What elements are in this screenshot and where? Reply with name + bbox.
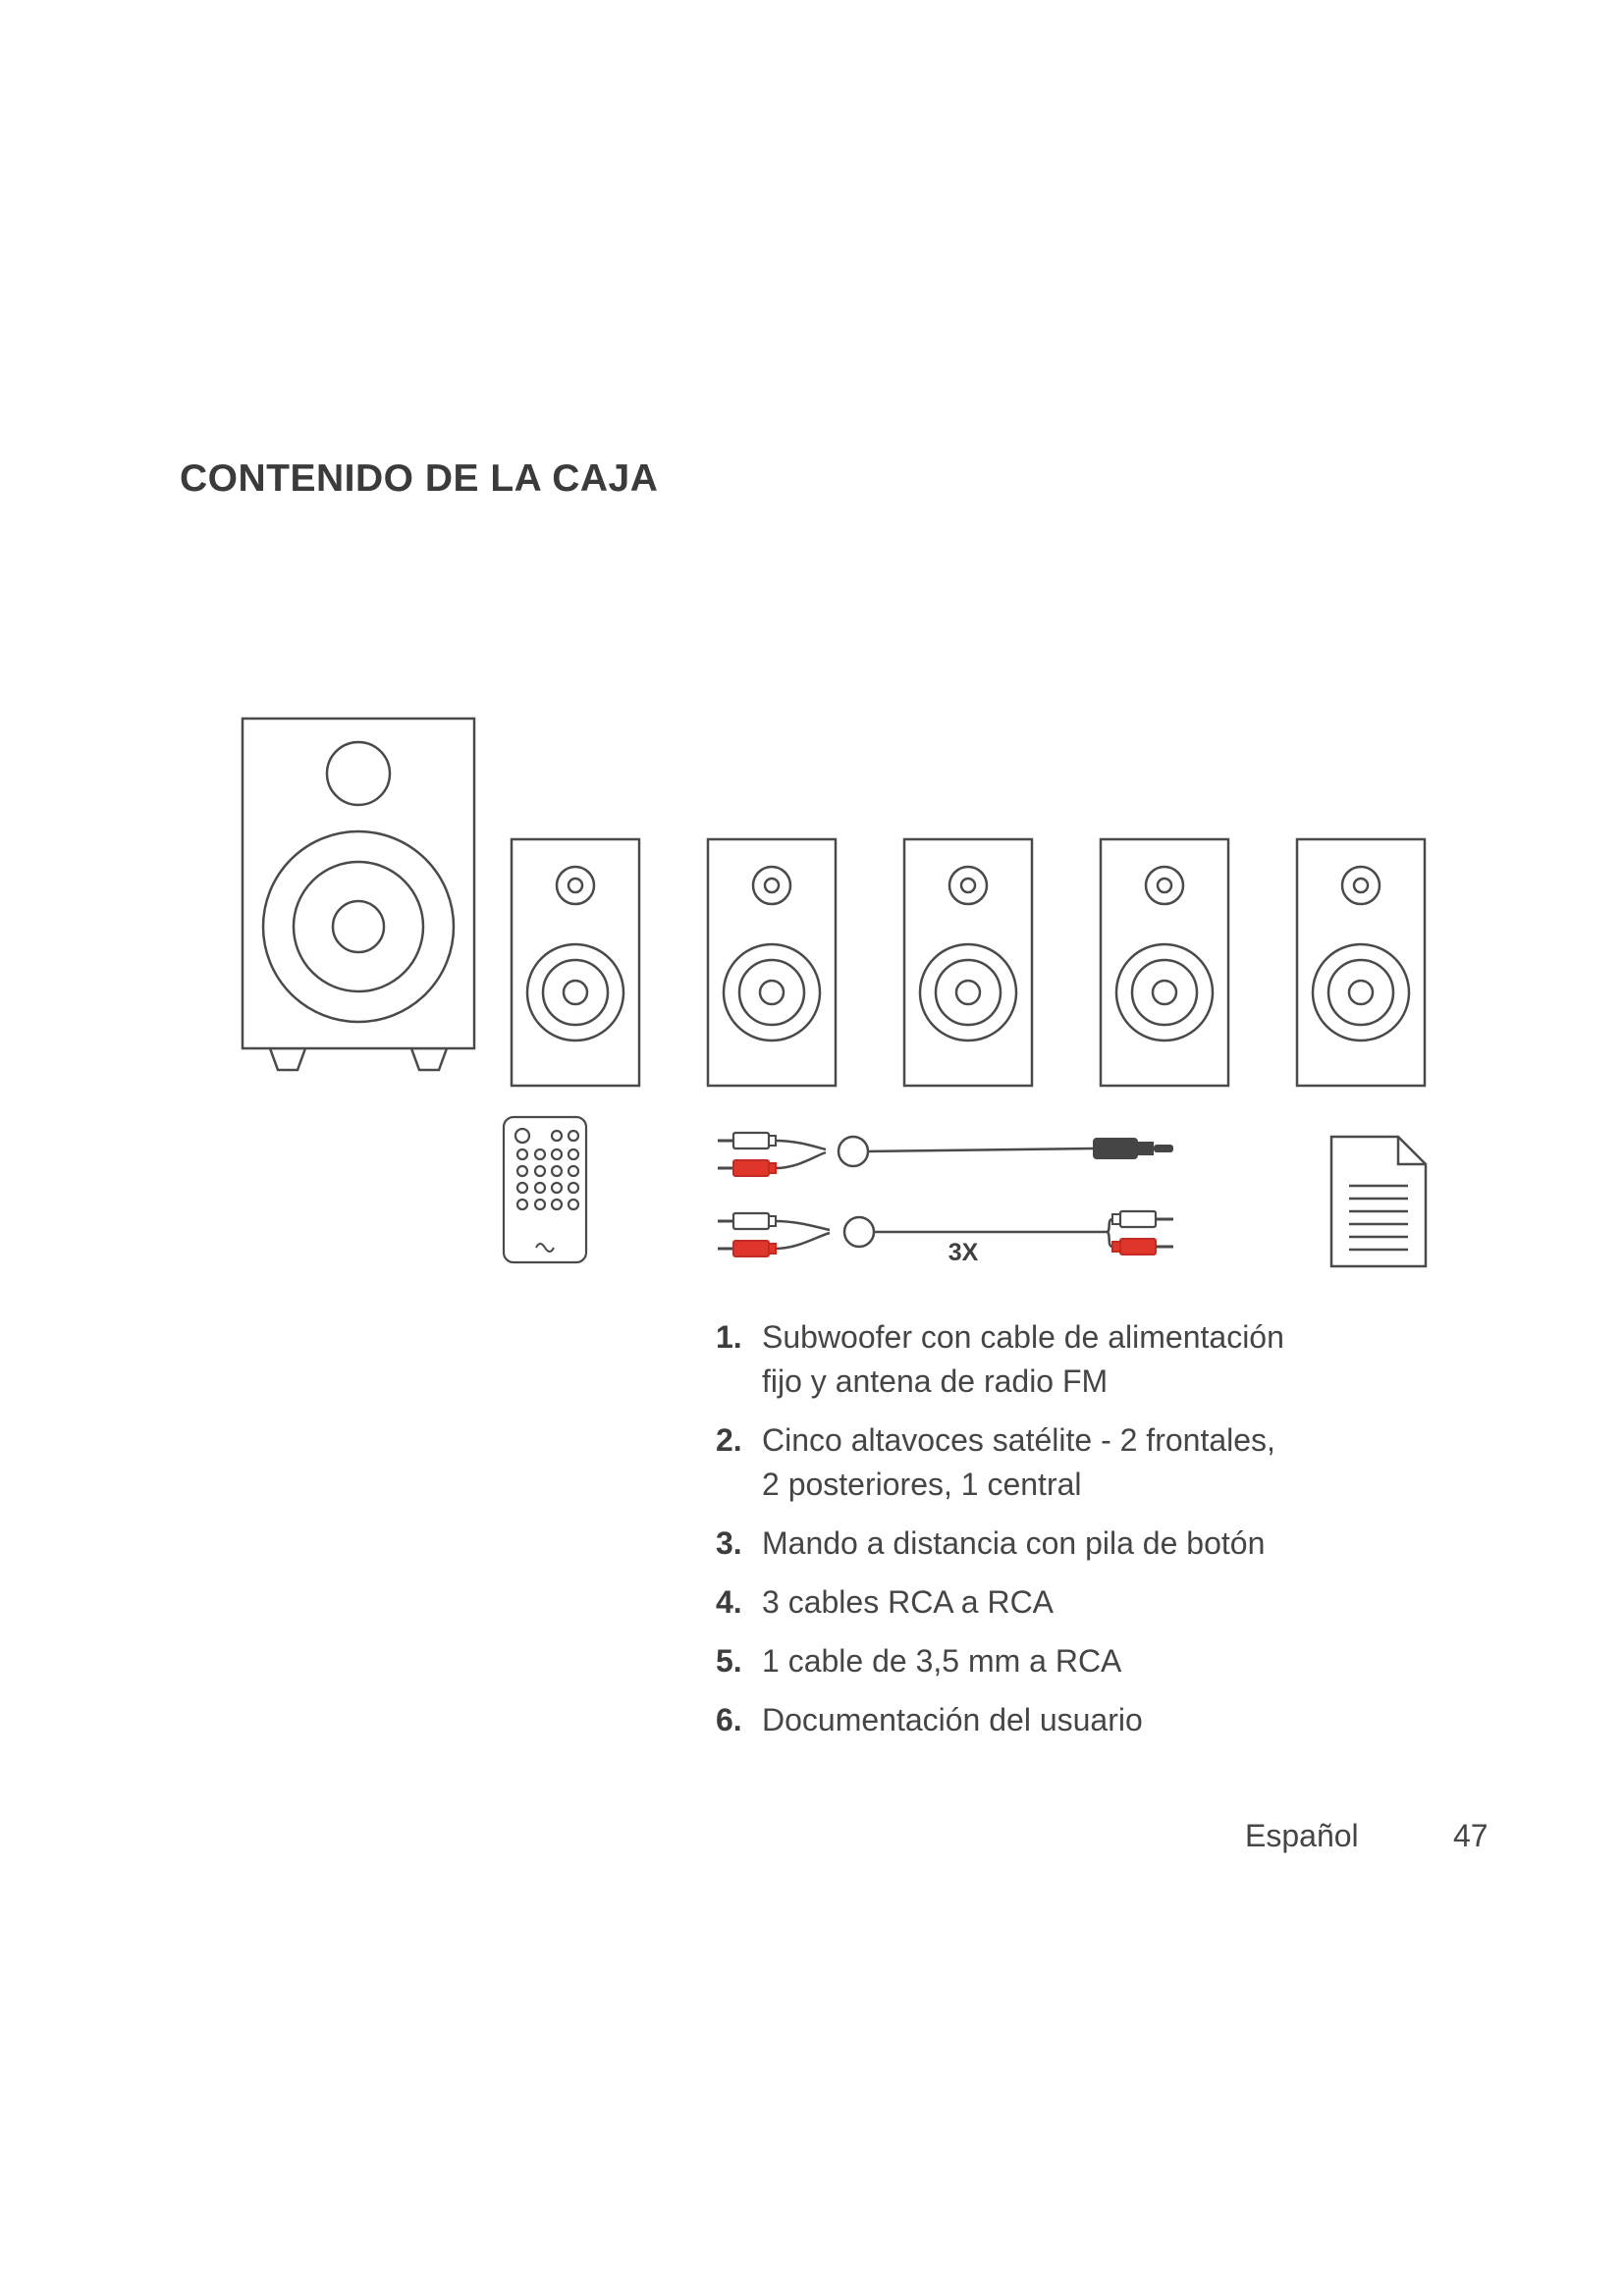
white-rca-plug	[718, 1211, 777, 1231]
satellite-speaker-illustration	[902, 837, 1034, 1088]
white-rca-plug	[718, 1131, 777, 1150]
item-number: 5.	[716, 1643, 742, 1679]
satellite-speaker-illustration	[1099, 837, 1230, 1088]
item-number: 3.	[716, 1525, 742, 1561]
list-item: 1. Subwoofer con cable de alimentación f…	[716, 1315, 1482, 1404]
language-label: Español	[1245, 1818, 1359, 1853]
list-item: 5. 1 cable de 3,5 mm a RCA	[716, 1639, 1482, 1683]
white-rca-plug	[1111, 1209, 1173, 1229]
page-title: CONTENIDO DE LA CAJA	[180, 457, 659, 500]
satellite-speaker-illustration	[1295, 837, 1427, 1088]
item-text: 1 cable de 3,5 mm a RCA	[762, 1643, 1122, 1679]
list-item: 3. Mando a distancia con pila de botón	[716, 1522, 1482, 1566]
item-number: 4.	[716, 1584, 742, 1620]
satellite-speaker-illustration	[706, 837, 838, 1088]
item-number: 6.	[716, 1702, 742, 1737]
aux-to-rca-cable-illustration	[718, 1131, 1173, 1177]
red-rca-plug	[718, 1159, 777, 1177]
item-text: Cinco altavoces satélite - 2 frontales, …	[762, 1422, 1275, 1502]
rca-to-rca-cable-illustration	[718, 1209, 1173, 1257]
item-number: 1.	[716, 1319, 742, 1355]
contents-list: 1. Subwoofer con cable de alimentación f…	[716, 1315, 1482, 1757]
aux-plug	[1093, 1138, 1173, 1159]
satellite-speaker-illustration	[510, 837, 641, 1088]
documentation-icon	[1329, 1135, 1428, 1268]
item-number: 2.	[716, 1422, 742, 1458]
red-rca-plug	[1111, 1238, 1173, 1255]
list-item: 2. Cinco altavoces satélite - 2 frontale…	[716, 1418, 1482, 1507]
item-text: Subwoofer con cable de alimentación fijo…	[762, 1319, 1284, 1399]
page-number: 47	[1453, 1818, 1489, 1853]
item-text: 3 cables RCA a RCA	[762, 1584, 1055, 1620]
list-item: 4. 3 cables RCA a RCA	[716, 1580, 1482, 1625]
subwoofer-illustration	[241, 717, 476, 1072]
remote-control-illustration	[502, 1115, 588, 1264]
item-text: Mando a distancia con pila de botón	[762, 1525, 1266, 1561]
item-text: Documentación del usuario	[762, 1702, 1143, 1737]
list-item: 6. Documentación del usuario	[716, 1698, 1482, 1742]
cable-quantity-label: 3X	[947, 1239, 979, 1266]
red-rca-plug	[718, 1240, 777, 1257]
